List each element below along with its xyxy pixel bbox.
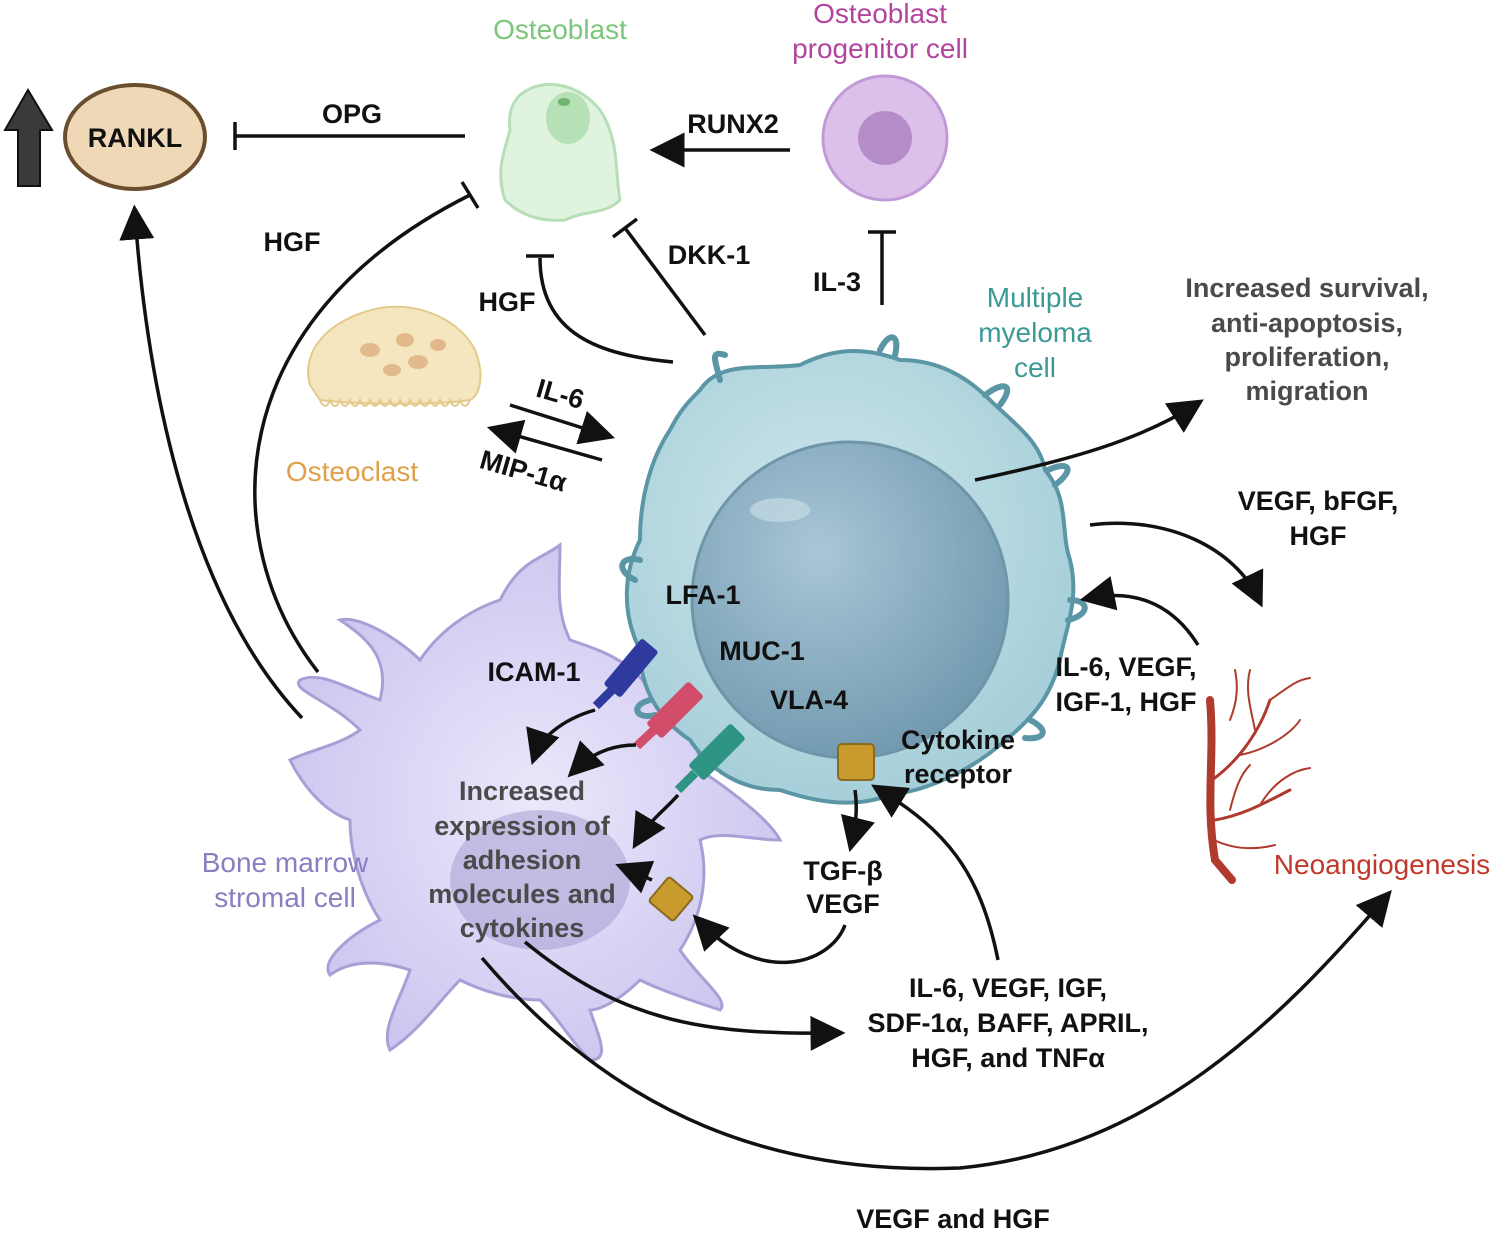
inhibition-lines (233, 122, 896, 674)
myeloma-label-line2: myeloma (978, 317, 1092, 348)
vegf-label: VEGF (806, 889, 880, 919)
vla4-molecule (674, 724, 745, 794)
rankl-label: RANKL (88, 123, 183, 153)
osteoclast-label: Osteoclast (286, 456, 418, 487)
rankl-ellipse (63, 83, 207, 191)
stromal-cell-shape (287, 542, 783, 1062)
opg-label: OPG (322, 99, 382, 129)
angio-out-label-line1: VEGF, bFGF, (1238, 486, 1399, 516)
progenitor-label-line1: Osteoblast (813, 0, 947, 29)
muc1-molecule (633, 682, 703, 750)
angio-out-label-line2: HGF (1290, 521, 1347, 551)
increase-up-arrow-icon (3, 88, 54, 187)
arrow-lines (119, 132, 1392, 1171)
myeloma-label-line1: Multiple (987, 282, 1083, 313)
osteoblast-shape (499, 82, 622, 222)
outcome-line3: proliferation, (1224, 342, 1389, 372)
muc1-label: MUC-1 (719, 636, 805, 666)
lfa1-label: LFA-1 (665, 580, 740, 610)
outcome-line1: Increased survival, (1185, 273, 1428, 303)
outcome-line2: anti-apoptosis, (1211, 308, 1403, 338)
bottom-vegf-hgf-label: VEGF and HGF (856, 1204, 1050, 1233)
stromal-out-label-line2: SDF-1α, BAFF, APRIL, (867, 1008, 1148, 1038)
tgfb-label: TGF-β (803, 856, 882, 886)
stromal-receptor-square (648, 876, 694, 922)
mip1a-label: MIP-1α (477, 444, 571, 497)
blood-vessel-shape (1206, 669, 1311, 884)
myeloma-cell-shape (619, 334, 1088, 805)
angio-in-label-line2: IGF-1, HGF (1056, 687, 1197, 717)
stromal-effect-line2: expression of (434, 811, 611, 841)
stromal-effect-line4: molecules and (428, 879, 616, 909)
outcome-line4: migration (1245, 376, 1368, 406)
stromal-effect-line5: cytokines (460, 913, 585, 943)
cytokine-receptor-label-line1: Cytokine (901, 725, 1015, 755)
progenitor-label-line2: progenitor cell (792, 33, 968, 64)
osteoblast-label: Osteoblast (493, 14, 627, 45)
stromal-effect-line1: Increased (459, 776, 585, 806)
stromal-label-line2: stromal cell (214, 882, 356, 913)
lfa1-molecule (592, 639, 658, 710)
stromal-out-label-line1: IL-6, VEGF, IGF, (909, 973, 1107, 1003)
cytokine-receptor-label-line2: receptor (904, 759, 1013, 789)
hgf-mid-label: HGF (479, 287, 536, 317)
stromal-out-label-line3: HGF, and TNFα (911, 1043, 1105, 1073)
stromal-label-line1: Bone marrow (202, 847, 369, 878)
myeloma-label-line3: cell (1014, 352, 1056, 383)
osteoclast-shape (307, 305, 482, 407)
vla4-label: VLA-4 (770, 685, 848, 715)
dkk1-label: DKK-1 (668, 240, 751, 270)
stromal-effect-line3: adhesion (463, 845, 582, 875)
angio-in-label-line1: IL-6, VEGF, (1055, 652, 1196, 682)
icam1-label: ICAM-1 (488, 657, 581, 687)
neoangiogenesis-label: Neoangiogenesis (1274, 849, 1490, 880)
hgf-left-label: HGF (264, 227, 321, 257)
progenitor-cell-shape (821, 74, 949, 202)
cytokine-receptor-square (837, 743, 875, 781)
il3-label: IL-3 (813, 267, 861, 297)
runx2-label: RUNX2 (687, 109, 779, 139)
il6-label: IL-6 (533, 373, 587, 415)
